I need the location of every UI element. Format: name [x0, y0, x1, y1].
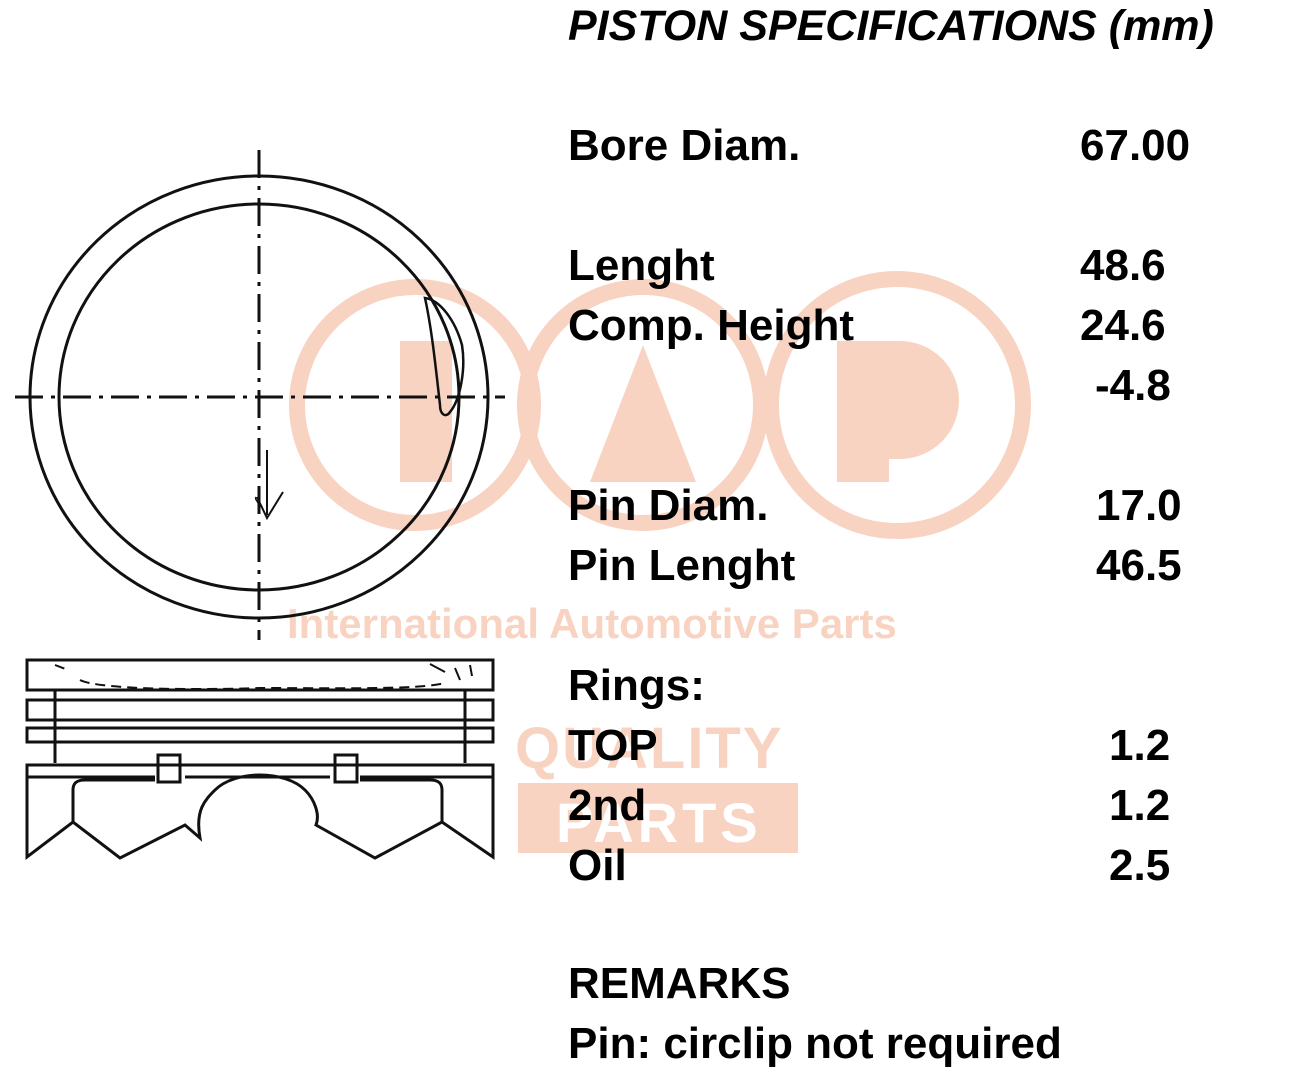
- spec-value-offset: -4.8: [1095, 361, 1171, 410]
- page-title: PISTON SPECIFICATIONS (mm): [568, 2, 1214, 50]
- spec-label-bore-diam: Bore Diam.: [568, 121, 801, 170]
- piston-drawing: [0, 0, 560, 900]
- ring-value-top: 1.2: [1109, 721, 1171, 770]
- remarks-heading: REMARKS: [568, 959, 791, 1008]
- spec-value-length: 48.6: [1080, 241, 1166, 290]
- ring-label-2nd: 2nd: [568, 781, 647, 830]
- remarks-text: Pin: circlip not required: [568, 1019, 1062, 1068]
- spec-value-bore-diam: 67.00: [1080, 121, 1191, 170]
- spec-value-pin-diam: 17.0: [1096, 481, 1182, 530]
- rings-heading: Rings:: [568, 661, 705, 710]
- spec-label-comp-height: Comp. Height: [568, 301, 854, 350]
- ring-label-oil: Oil: [568, 841, 627, 890]
- spec-value-comp-height: 24.6: [1080, 301, 1166, 350]
- spec-value-pin-length: 46.5: [1096, 541, 1182, 590]
- spec-label-length: Lenght: [568, 241, 715, 290]
- spec-label-pin-diam: Pin Diam.: [568, 481, 769, 530]
- ring-label-top: TOP: [568, 721, 658, 770]
- piston-diagram-icon: [15, 150, 505, 861]
- ring-value-oil: 2.5: [1109, 841, 1171, 890]
- ring-value-2nd: 1.2: [1109, 781, 1171, 830]
- spec-label-pin-length: Pin Lenght: [568, 541, 796, 590]
- watermark-registered-mark: R: [780, 786, 789, 800]
